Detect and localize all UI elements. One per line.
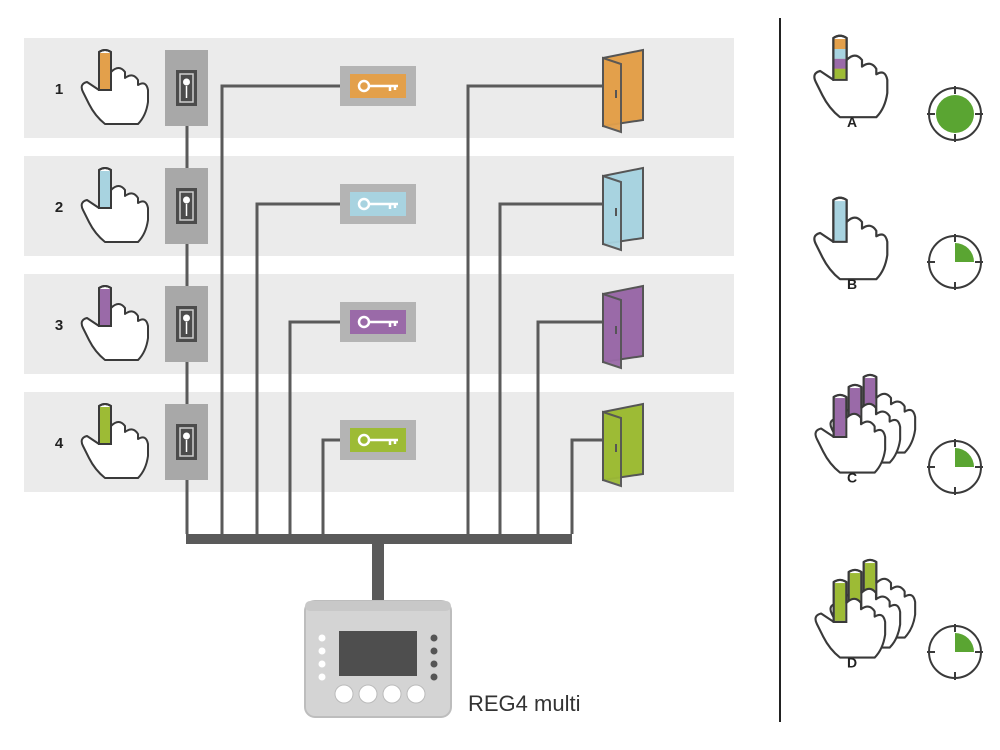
key-wire: [288, 320, 340, 534]
fingerprint-reader-icon: [165, 286, 208, 362]
timer-icon: [927, 624, 983, 680]
door-wire: [498, 202, 603, 534]
row-number: 2: [55, 199, 63, 216]
hand-icon: [814, 393, 887, 474]
timer-icon: [927, 439, 983, 495]
hand-icon: [80, 167, 149, 243]
case-c: C: [814, 373, 983, 495]
row-number: 4: [55, 435, 64, 452]
hand-icon: [813, 196, 889, 281]
hand-icon: [813, 34, 889, 119]
row-number: 1: [55, 81, 63, 98]
hand-icon: [80, 403, 149, 479]
case-a: A: [813, 34, 983, 142]
timer-icon: [927, 86, 983, 142]
hand-icon: [80, 49, 149, 125]
controller-label: REG4 multi: [468, 691, 580, 716]
door-icon: [602, 284, 644, 370]
case-d: D: [814, 558, 983, 680]
key-wire: [321, 438, 340, 534]
fingerprint-reader-icon: [165, 50, 208, 126]
row-number: 3: [55, 317, 63, 334]
case-letter: A: [847, 114, 857, 130]
key-icon: [340, 420, 416, 460]
door-wire: [536, 320, 603, 534]
case-letter: C: [847, 470, 857, 486]
door-wire: [570, 438, 603, 534]
door-wire: [466, 84, 603, 534]
timer-icon: [927, 234, 983, 290]
hand-icon: [814, 578, 887, 659]
fingerprint-reader-icon: [165, 404, 208, 480]
case-b: B: [813, 196, 983, 292]
door-icon: [602, 402, 644, 488]
key-icon: [340, 66, 416, 106]
key-icon: [340, 302, 416, 342]
door-icon: [602, 48, 644, 134]
case-letter: B: [847, 276, 857, 292]
controller-icon: [304, 600, 452, 718]
case-letter: D: [847, 655, 857, 671]
key-icon: [340, 184, 416, 224]
door-icon: [602, 166, 644, 252]
key-wire: [220, 84, 340, 534]
bus: [186, 534, 572, 602]
key-wire: [255, 202, 340, 534]
hand-icon: [80, 285, 149, 361]
fingerprint-reader-icon: [165, 168, 208, 244]
